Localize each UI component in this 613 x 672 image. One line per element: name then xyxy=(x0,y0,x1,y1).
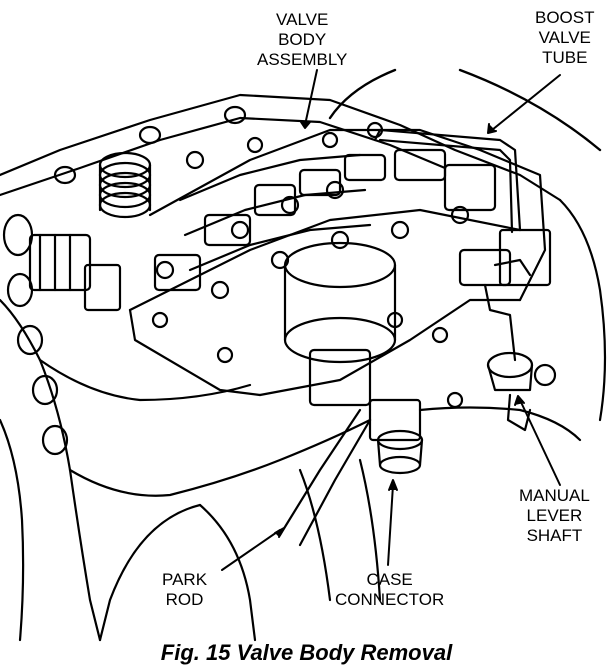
label-manual-lever-shaft: MANUAL LEVER SHAFT xyxy=(519,486,590,545)
manual-lever xyxy=(458,248,557,432)
park-rod xyxy=(278,408,372,547)
figure-caption: Fig. 15 Valve Body Removal xyxy=(160,640,453,665)
label-park-rod: PARK ROD xyxy=(162,570,208,609)
transmission-case xyxy=(0,93,607,642)
boost-valve-tube xyxy=(373,128,522,234)
shaft-arcs xyxy=(328,68,602,152)
label-valve-body-assembly: VALVE BODY ASSEMBLY xyxy=(257,10,348,69)
valve-body-block xyxy=(128,128,552,397)
solenoid-case-connector xyxy=(283,241,424,475)
case-bosses xyxy=(2,105,247,456)
label-case-connector: CASE CONNECTOR xyxy=(335,570,445,609)
leader-lines xyxy=(221,69,561,571)
label-boost-valve-tube: BOOST VALVE TUBE xyxy=(535,8,595,67)
accumulator-spring xyxy=(28,151,152,312)
